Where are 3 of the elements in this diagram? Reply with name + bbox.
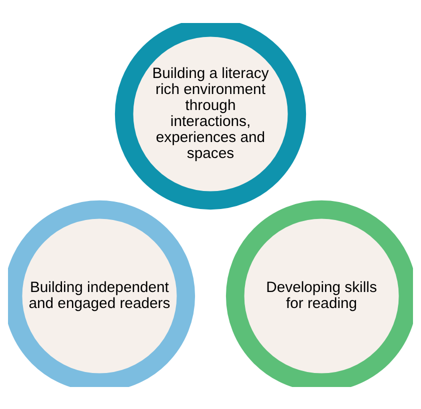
node-circle: Building independent and engaged readers <box>8 200 196 386</box>
node-circle: Building a literacy rich environment through interactions, experiences and spaces <box>114 22 306 210</box>
node-circle: Developing skills for reading <box>226 200 413 386</box>
